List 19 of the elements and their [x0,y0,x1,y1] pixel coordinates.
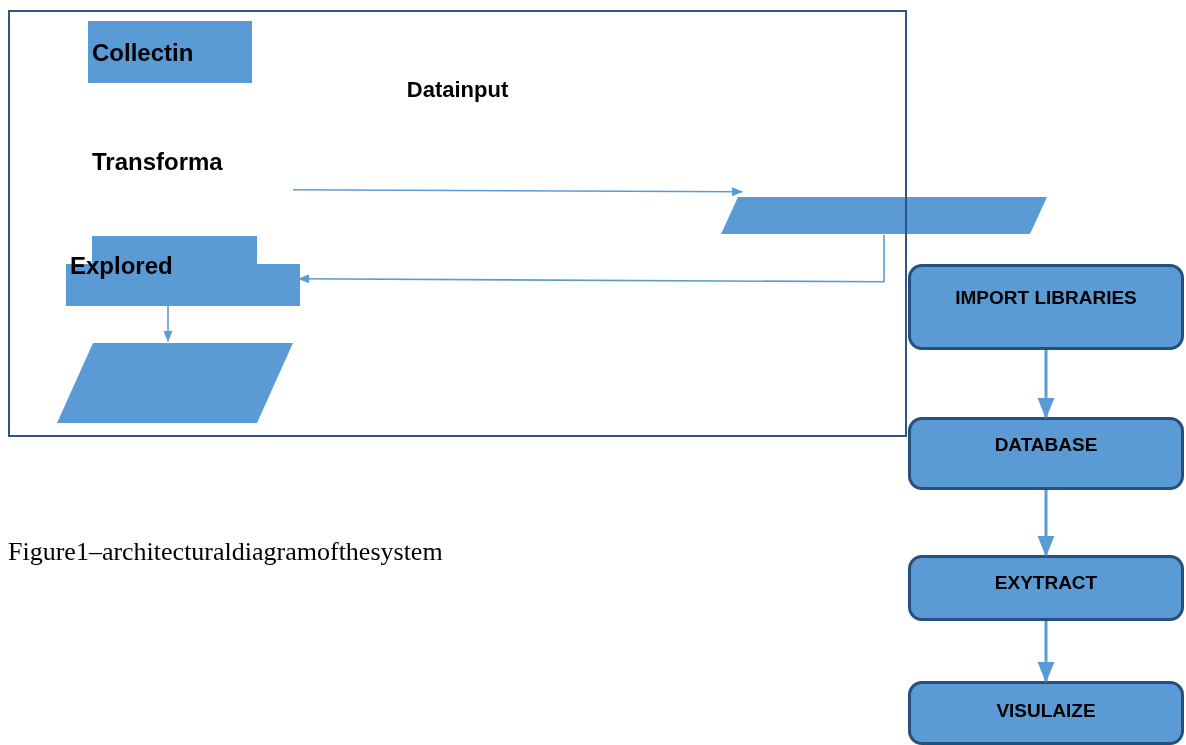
frame-box [8,10,907,437]
arrow [292,187,744,197]
data-parallelogram [721,197,1047,234]
process-box [908,681,1184,745]
step-label: VISULAIZE [995,700,1097,722]
process-box [88,21,252,83]
process-box [66,236,300,306]
node-label: Datainput [405,77,510,103]
process-box [908,555,1184,621]
step-label: EXYTRACT [993,572,1099,594]
process-box [908,264,1184,350]
step-label: Collectin [92,39,194,67]
step-label: DATABASE [993,434,1099,456]
step-label: Transforma [92,148,223,176]
data-parallelogram [57,343,293,423]
step-label: IMPORT LIBRARIES [954,287,1138,309]
figure-caption: Figure1–architecturaldiagramofthesystem [8,537,443,567]
step-label: Explored [70,252,173,280]
process-box [908,417,1184,490]
